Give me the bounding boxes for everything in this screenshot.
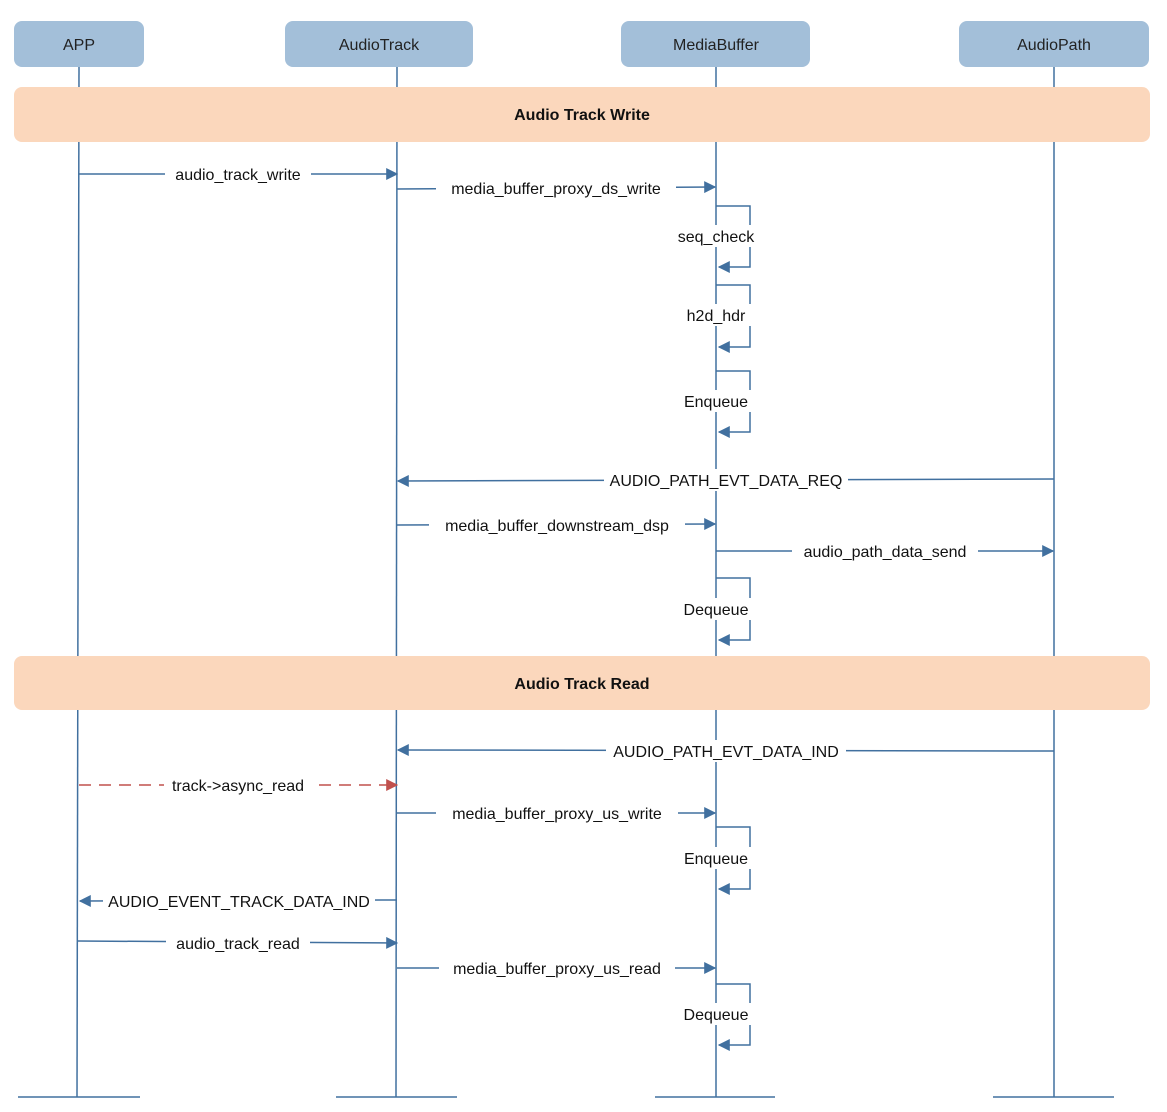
message-label: Enqueue — [684, 394, 748, 411]
message-audio-path-evt-data-req: AUDIO_PATH_EVT_DATA_REQ — [396, 469, 1055, 491]
message-audio-track-write: audio_track_write — [79, 163, 399, 185]
participant-box — [621, 21, 810, 67]
message-label: AUDIO_EVENT_TRACK_DATA_IND — [108, 894, 370, 911]
section-band — [14, 87, 1150, 142]
self-message-dequeue-read: Dequeue — [678, 983, 754, 1051]
message-label: h2d_hdr — [687, 308, 746, 325]
section-label: Audio Track Read — [514, 676, 649, 693]
self-message-seq-check: seq_check — [674, 205, 758, 273]
message-label: Enqueue — [684, 851, 748, 868]
message-label: media_buffer_proxy_ds_write — [451, 181, 661, 198]
participant-mediabuffer: MediaBuffer — [621, 21, 810, 67]
message-media-buffer-downstream-dsp: media_buffer_downstream_dsp — [396, 514, 717, 536]
self-message-enqueue-write: Enqueue — [679, 370, 753, 438]
message-label: AUDIO_PATH_EVT_DATA_IND — [613, 744, 839, 761]
section-read: Audio Track Read — [14, 656, 1150, 710]
message-label: audio_path_data_send — [804, 544, 967, 561]
message-label: media_buffer_proxy_us_read — [453, 961, 661, 978]
participant-box — [285, 21, 473, 67]
message-label: audio_track_write — [175, 167, 301, 184]
message-media-buffer-proxy-ds-write: media_buffer_proxy_ds_write — [396, 177, 717, 199]
section-band — [14, 656, 1150, 710]
message-label: Dequeue — [684, 1007, 749, 1024]
participant-box — [959, 21, 1149, 67]
participant-box — [14, 21, 144, 67]
section-label: Audio Track Write — [514, 107, 650, 124]
message-audio-event-track-data-ind: AUDIO_EVENT_TRACK_DATA_IND — [78, 890, 398, 912]
participant-label: AudioPath — [1017, 37, 1091, 54]
message-label: Dequeue — [684, 602, 749, 619]
message-label: media_buffer_downstream_dsp — [445, 518, 669, 535]
participant-audiopath: AudioPath — [959, 21, 1149, 67]
message-audio-path-evt-data-ind: AUDIO_PATH_EVT_DATA_IND — [396, 740, 1055, 762]
participant-label: APP — [63, 37, 95, 54]
message-label: track->async_read — [172, 778, 304, 795]
message-audio-track-read: audio_track_read — [77, 932, 399, 954]
message-audio-path-data-send: audio_path_data_send — [716, 540, 1055, 562]
message-media-buffer-proxy-us-write: media_buffer_proxy_us_write — [397, 802, 717, 824]
lifeline-app — [76, 66, 80, 1098]
self-message-enqueue-read: Enqueue — [679, 826, 753, 895]
participant-label: MediaBuffer — [673, 37, 760, 54]
message-label: AUDIO_PATH_EVT_DATA_REQ — [610, 473, 843, 490]
participant-app: APP — [14, 21, 144, 67]
message-label: seq_check — [678, 229, 755, 246]
participant-label: AudioTrack — [339, 37, 420, 54]
section-write: Audio Track Write — [14, 87, 1150, 142]
message-label: media_buffer_proxy_us_write — [452, 806, 662, 823]
message-label: audio_track_read — [176, 936, 300, 953]
lifeline-audiotrack — [395, 66, 398, 1098]
participant-audiotrack: AudioTrack — [285, 21, 473, 67]
self-message-h2d-hdr: h2d_hdr — [681, 284, 751, 353]
self-message-dequeue-write: Dequeue — [678, 577, 754, 646]
message-media-buffer-proxy-us-read: media_buffer_proxy_us_read — [397, 957, 717, 979]
message-track-async-read: track->async_read — [79, 774, 399, 796]
